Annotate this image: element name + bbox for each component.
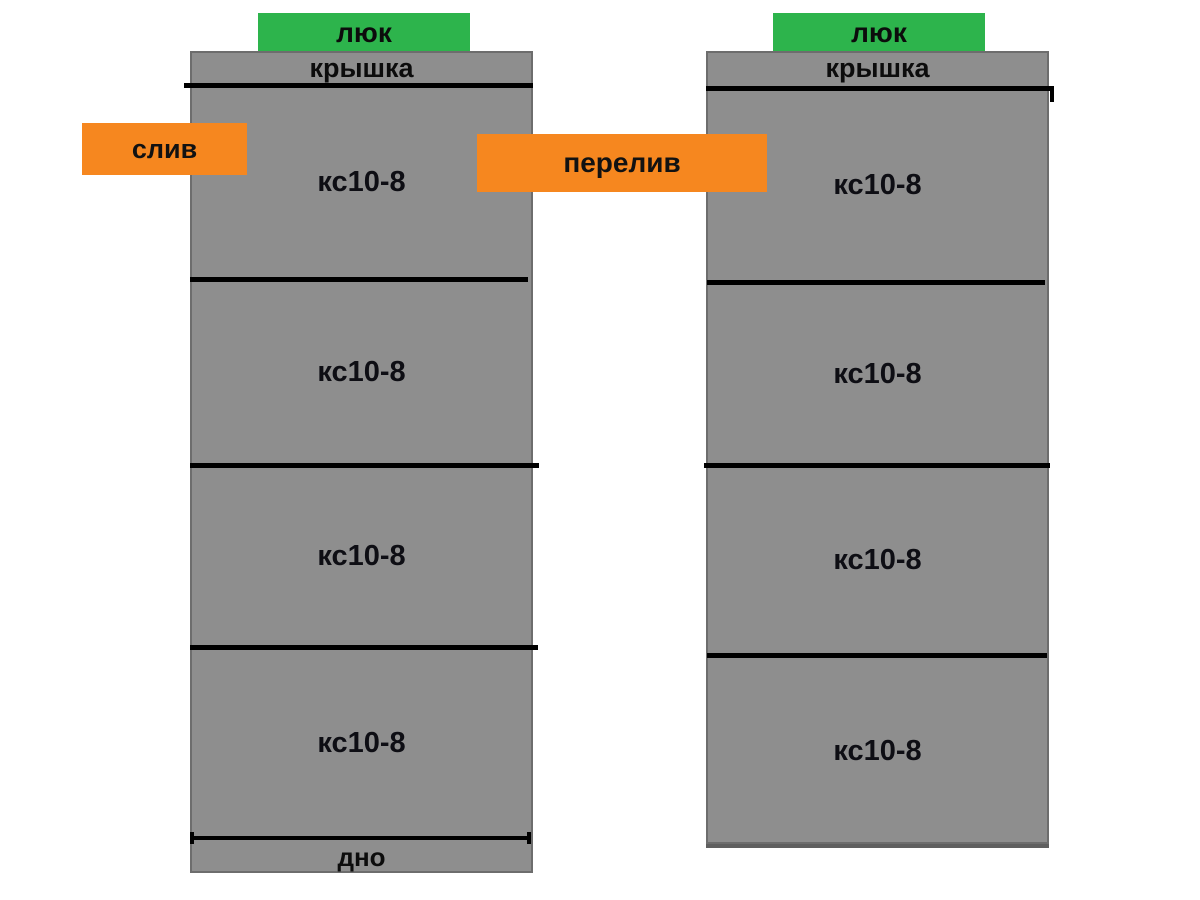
left-bottom-dimension-line: [190, 832, 531, 844]
right-cover-joint-line: [706, 86, 1054, 91]
left-ring-3-label: кс10-8: [317, 540, 406, 572]
left-ring-joint-line-2: [190, 463, 539, 468]
left-bottom-label: дно: [337, 841, 386, 872]
left-hatch-block: люк: [258, 13, 470, 53]
left-cover-label: крышка: [309, 53, 414, 83]
left-ring-1-label: кс10-8: [317, 166, 406, 198]
right-ring-joint-line-2: [704, 463, 1050, 468]
right-ring-joint-line-1: [707, 280, 1045, 285]
overflow-label: перелив: [563, 147, 681, 178]
left-ring-2: кс10-8: [190, 282, 533, 463]
left-ring-joint-line-3: [190, 645, 538, 650]
left-cover-joint-line: [184, 83, 533, 88]
left-hatch-label: люк: [336, 17, 392, 48]
drain-label: слив: [131, 133, 198, 164]
right-ring-3: кс10-8: [706, 468, 1049, 653]
left-ring-4: кс10-8: [190, 650, 533, 836]
right-ring-4-label: кс10-8: [833, 734, 922, 767]
right-ring-joint-line-3: [707, 653, 1047, 658]
right-ring-1-label: кс10-8: [833, 169, 922, 201]
drain-tag: слив: [82, 123, 247, 175]
left-well-column: крышка кс10-8 кс10-8 кс10-8 кс10-8 дно: [184, 51, 539, 873]
left-ring-2-label: кс10-8: [317, 356, 406, 388]
right-cover-label: крышка: [825, 53, 930, 83]
right-ring-3-label: кс10-8: [833, 544, 922, 576]
left-ring-joint-line-1: [190, 277, 528, 282]
right-ring-2-label: кс10-8: [833, 357, 922, 390]
right-ring-1: кс10-8: [706, 91, 1049, 280]
right-ring-4: кс10-8: [706, 658, 1049, 844]
overflow-tag: перелив: [477, 134, 767, 192]
right-hatch-label: люк: [851, 17, 907, 48]
left-ring-1: кс10-8: [190, 88, 533, 277]
left-ring-3: кс10-8: [190, 468, 533, 645]
right-hatch-block: люк: [773, 13, 985, 53]
right-ring-2: кс10-8: [706, 285, 1049, 463]
left-ring-4-label: кс10-8: [317, 726, 406, 759]
right-cover-edge-tick: [1050, 91, 1054, 102]
